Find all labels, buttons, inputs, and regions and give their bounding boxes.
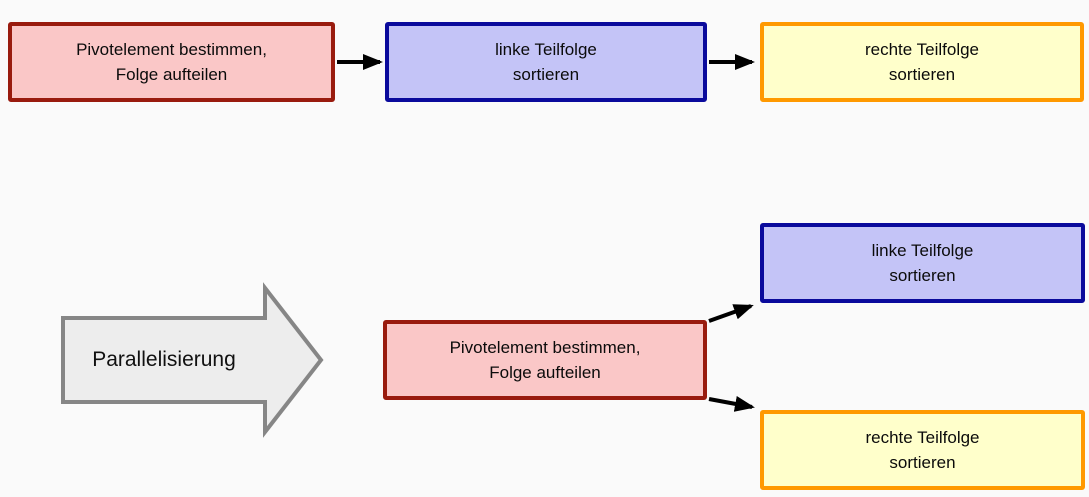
sequential-pivot-box: Pivotelement bestimmen, Folge aufteilen [8,22,335,102]
sequential-pivot-label: Pivotelement bestimmen, Folge aufteilen [76,40,267,84]
sequential-left-subsequence-box: linke Teilfolge sortieren [385,22,707,102]
fork-arrow-to-left-box [708,304,754,323]
parallelisierung-arrow-shape [61,282,324,438]
parallel-left-subsequence-box: linke Teilfolge sortieren [760,223,1085,303]
parallel-pivot-box: Pivotelement bestimmen, Folge aufteilen [383,320,707,400]
parallel-pivot-label: Pivotelement bestimmen, Folge aufteilen [449,338,641,382]
parallel-right-subsequence-box: rechte Teilfolge sortieren [760,410,1085,490]
parallelisierung-label: Parallelisierung [92,348,236,371]
sequential-right-subsequence-box: rechte Teilfolge sortieren [760,22,1084,102]
parallel-left-subsequence-label: linke Teilfolge sortieren [871,241,974,285]
fork-arrow-to-right-box [708,396,755,412]
parallel-right-subsequence-label: rechte Teilfolge sortieren [865,428,980,472]
sequential-right-subsequence-label: rechte Teilfolge sortieren [864,40,980,84]
sequential-left-subsequence-label: linke Teilfolge sortieren [495,40,597,84]
